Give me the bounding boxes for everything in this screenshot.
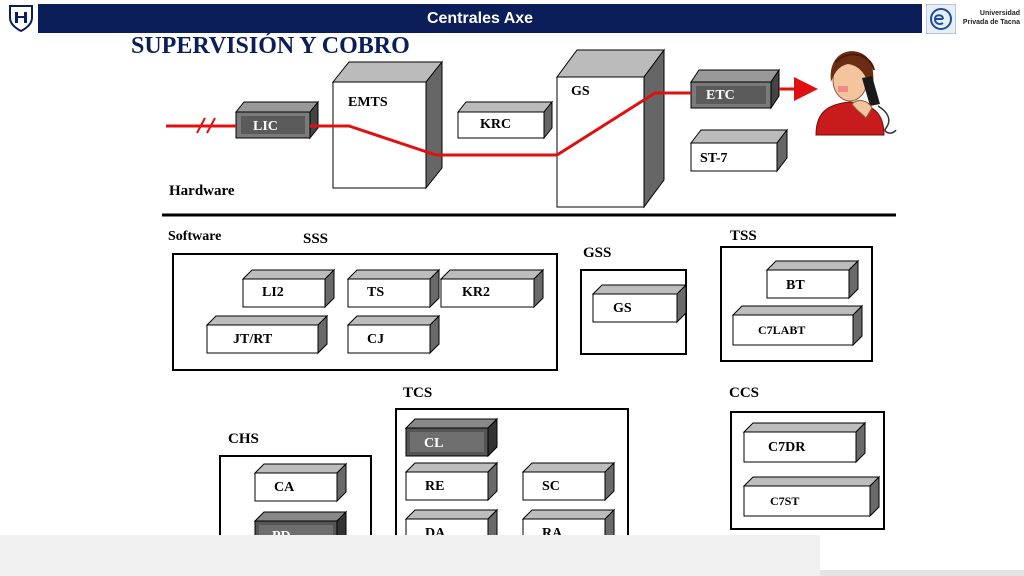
sss-block-li2-label: LI2 [262,285,284,300]
sss-block-li2 [241,268,336,309]
chs-label: CHS [228,431,259,447]
footer-band-right [820,570,1024,576]
emts-label: EMTS [348,95,388,110]
gs-hardware-block [556,48,665,209]
tcs-block-re-label: RE [425,479,445,494]
ccs-block-c7st [742,475,881,518]
sss-block-ts-label: TS [367,285,385,300]
sss-block-ts [346,268,441,309]
header-bar: Centrales Axe [38,4,922,33]
hardware-section-label: Hardware [169,183,235,199]
ccs-block-c7dr-label: C7DR [768,440,806,455]
page-title: SUPERVISIÓN Y COBRO [131,33,410,59]
tss-label: TSS [730,228,757,244]
tcs-block-sc [521,461,616,502]
university-line-1: Universidad [979,10,1020,17]
tcs-block-cl-label: CL [424,436,444,451]
lic-label: LIC [253,119,278,134]
tcs-block-re [404,461,499,502]
university-line-2: Privada de Tacna [962,19,1020,26]
sss-label: SSS [303,231,329,247]
ccs-frame [730,411,885,530]
krc-label: KRC [480,117,512,132]
tcs-block-sc-label: SC [542,479,560,494]
tss-block-bt-label: BT [786,278,805,293]
chs-block-ca-label: CA [274,480,295,495]
emts-block [331,60,444,190]
gss-label: GSS [583,245,612,261]
sss-block-kr2 [439,268,545,309]
ccs-block-c7dr [742,421,867,464]
tss-block-c7labt [731,304,864,347]
sss-frame [172,253,558,371]
tss-block-bt [765,259,860,300]
header-title: Centrales Axe [426,10,534,27]
tcs-block-cl [404,417,499,458]
st7-label: ST-7 [700,151,728,166]
etc-label: ETC [706,88,735,103]
krc-block [456,100,554,140]
ccs-label: CCS [729,385,760,401]
sss-block-cj [346,314,441,355]
upt-logo [925,3,957,35]
ccs-block-c7st-label: C7ST [770,494,800,508]
st7-block [689,128,789,173]
software-section-label: Software [168,229,222,244]
tss-block-c7labt-label: C7LABT [758,323,806,337]
gss-block-gs [591,283,688,324]
signal-path [166,77,818,157]
gs-hardware-label: GS [571,84,590,99]
sss-block-cj-label: CJ [367,332,385,347]
lic-block [234,100,320,140]
sss-block-jtrt [205,314,329,355]
tcs-label: TCS [403,385,433,401]
etc-block [690,68,780,110]
chs-block-ca [253,462,348,503]
tss-frame [720,246,873,362]
person-on-phone-illustration [815,51,897,136]
sss-block-kr2-label: KR2 [462,285,490,300]
university-name: Universidad Privada de Tacna [958,9,1020,27]
university-crest-logo [8,4,34,33]
sss-block-jtrt-label: JT/RT [233,332,273,347]
gss-block-gs-label: GS [613,301,632,316]
footer-band [0,535,820,576]
